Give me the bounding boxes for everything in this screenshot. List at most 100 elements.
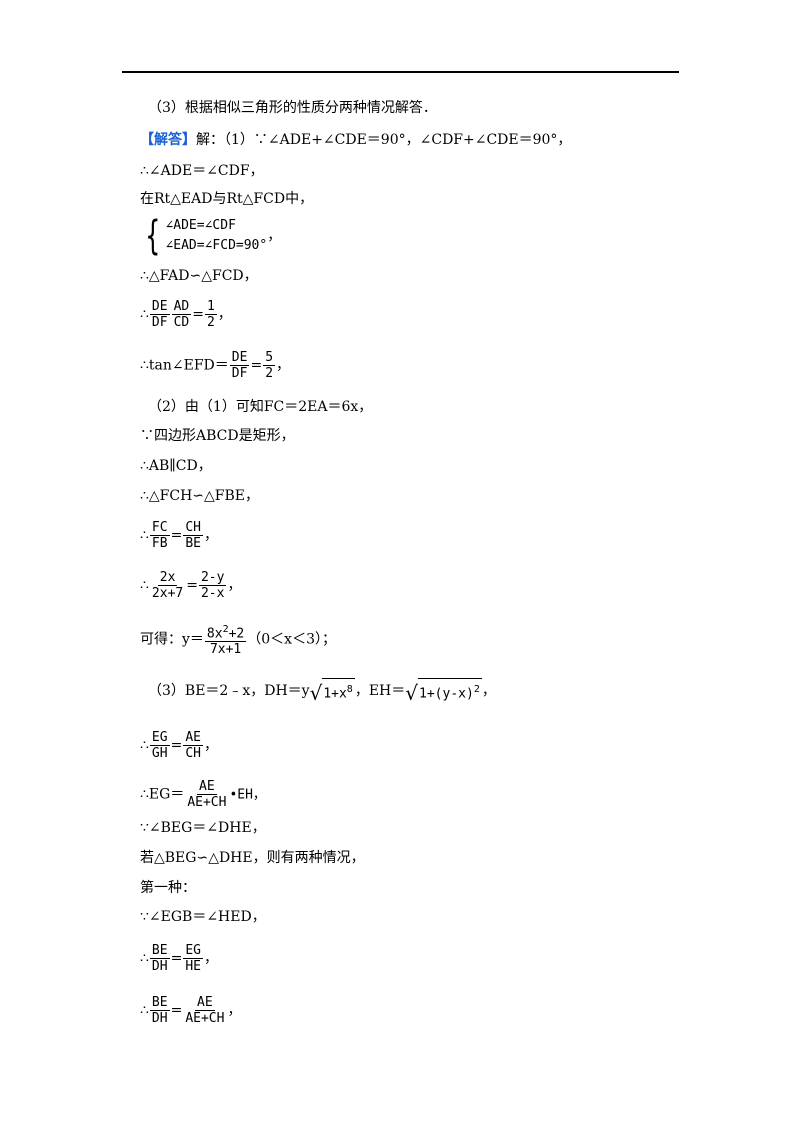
denominator: 7x+1 [209, 642, 242, 658]
domain-condition: （0＜x＜3）； [247, 631, 336, 648]
numerator: AE [197, 779, 217, 795]
equals-sign: = [170, 1002, 183, 1019]
sqrt-expression: √1+(y-x)2 [405, 678, 482, 704]
solution-line-1: 解：（1）∵∠ADE+∠CDE＝90°，∠CDF+∠CDE＝90°， [196, 132, 572, 148]
denominator: 2 [206, 315, 215, 330]
numerator: FC [149, 520, 170, 536]
comma: ， [217, 306, 232, 323]
lengths-label: （3）BE＝2﹣x，DH＝y [148, 683, 310, 700]
exponent: 2 [473, 684, 480, 695]
denominator: FB [151, 536, 168, 551]
radical-sign: √ [405, 681, 419, 706]
denominator: AE+CH [185, 1011, 225, 1026]
solution-line-3: 在Rt△EAD与Rt△FCD中， [140, 191, 314, 207]
left-brace: { [145, 213, 161, 259]
case-1-label: 第一种： [140, 880, 196, 896]
system-row-2: ∠EAD=∠FCD=90° [165, 238, 268, 253]
answer-tag: 【解答】 [140, 132, 196, 148]
denominator: CD [173, 315, 190, 330]
numerator: 2x [157, 570, 178, 586]
numerator-part: +2 [228, 626, 245, 642]
denominator: 2x+7 [151, 586, 184, 601]
numerator: BE [149, 943, 170, 959]
numerator: EG [149, 730, 170, 746]
radicand: 1+(y-x) [419, 686, 474, 702]
denominator: CH [185, 746, 201, 761]
denominator: BE [185, 536, 201, 551]
equals-sign: = [170, 527, 183, 544]
numerator: DE [149, 299, 170, 315]
therefore-sign: ∴ [140, 950, 149, 967]
exponent: 8 [346, 684, 353, 695]
eh-tail: •EH， [229, 787, 266, 803]
system-row-1: ∠ADE=∠CDF [165, 218, 236, 233]
step-2-line-3: ∴AB∥CD， [140, 458, 212, 474]
step-2-line-2: ∵四边形ABCD是矩形， [140, 428, 295, 444]
equals-sign: = [192, 306, 204, 323]
equals-sign: = [170, 950, 183, 967]
numerator: BE [149, 995, 170, 1011]
equals-sign: = [186, 577, 198, 594]
comma: ， [227, 1002, 242, 1019]
denominator: GH [151, 746, 168, 761]
sqrt-expression: √1+x8 [310, 678, 355, 704]
equals-sign: = [170, 737, 183, 754]
eg-label: ∴EG＝ [140, 786, 185, 803]
numerator-part: 8x [206, 626, 223, 642]
solution-start: 【解答】解：（1）∵∠ADE+∠CDE＝90°，∠CDF+∠CDE＝90°， [140, 130, 571, 150]
numerator: AE [183, 730, 203, 746]
therefore-sign: ∴ [140, 1002, 149, 1019]
numerator: 2-y [198, 570, 227, 586]
denominator: 2-x [200, 586, 225, 601]
denominator: HE [185, 959, 201, 974]
comma: ， [227, 577, 242, 594]
comma: ， [203, 527, 218, 544]
step-2-line-1: （2）由（1）可知FC＝2EA＝6x， [148, 399, 373, 415]
therefore-sign: ∴ [140, 527, 149, 544]
comma: ， [203, 737, 218, 754]
denominator: DH [151, 959, 168, 974]
solution-line-2: ∴∠ADE＝∠CDF， [140, 163, 264, 179]
system-comma: ， [267, 228, 282, 244]
numerator: AE [195, 995, 215, 1011]
numerator: 1 [204, 299, 217, 315]
header-rule [122, 71, 679, 73]
step-3-hint: （3）根据相似三角形的性质分两种情况解答． [148, 100, 437, 116]
exponent: 2 [222, 624, 229, 635]
angle-line-1: ∵∠BEG＝∠DHE， [140, 820, 266, 836]
numerator: AD [171, 299, 192, 315]
denominator: DF [231, 366, 248, 381]
angle-line-2: ∵∠EGB＝∠HED， [140, 909, 266, 925]
equals-sign: = [250, 357, 263, 374]
numerator: 5 [263, 350, 276, 366]
therefore-sign: ∴ [140, 306, 149, 323]
numerator: DE [229, 350, 250, 366]
comma: ， [203, 950, 218, 967]
therefore-sign: ∴ [140, 577, 149, 594]
radicand: 1+x [323, 686, 347, 702]
eh-label: ，EH＝ [354, 683, 406, 700]
comma: ， [276, 357, 291, 374]
